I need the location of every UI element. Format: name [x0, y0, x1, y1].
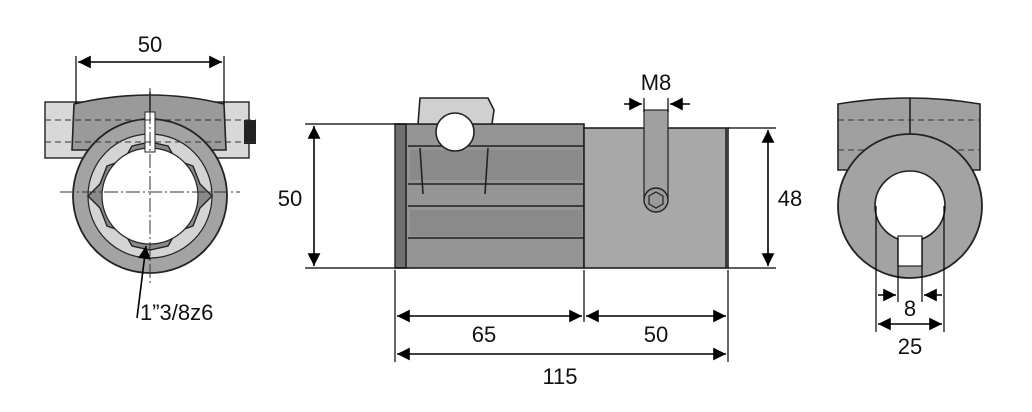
- hub-cylinder: [405, 123, 585, 269]
- screw-label: M8: [641, 70, 672, 95]
- right-end-view: 8 25: [837, 97, 983, 359]
- spline-label: 1”3/8z6: [140, 300, 213, 325]
- set-screw: [643, 187, 669, 213]
- screw-slot: [643, 109, 669, 199]
- keyway: [897, 235, 923, 267]
- ear-bolt-hole: [435, 112, 475, 152]
- left-height-label: 50: [278, 186, 302, 211]
- bolt-end: [244, 120, 256, 144]
- left-end-view: 50 1”3/8z6: [44, 32, 256, 325]
- length-b-label: 50: [644, 322, 668, 347]
- keyway-label: 8: [904, 296, 916, 321]
- length-a-label: 65: [472, 322, 496, 347]
- total-length-label: 115: [542, 364, 577, 389]
- right-height-label: 48: [778, 186, 802, 211]
- side-view: M8 50 48 65 50 115: [278, 70, 802, 389]
- tube-bore: [874, 170, 946, 242]
- bore-label: 25: [898, 334, 922, 359]
- clamp-ear: [417, 97, 495, 125]
- left-width-label: 50: [138, 32, 162, 57]
